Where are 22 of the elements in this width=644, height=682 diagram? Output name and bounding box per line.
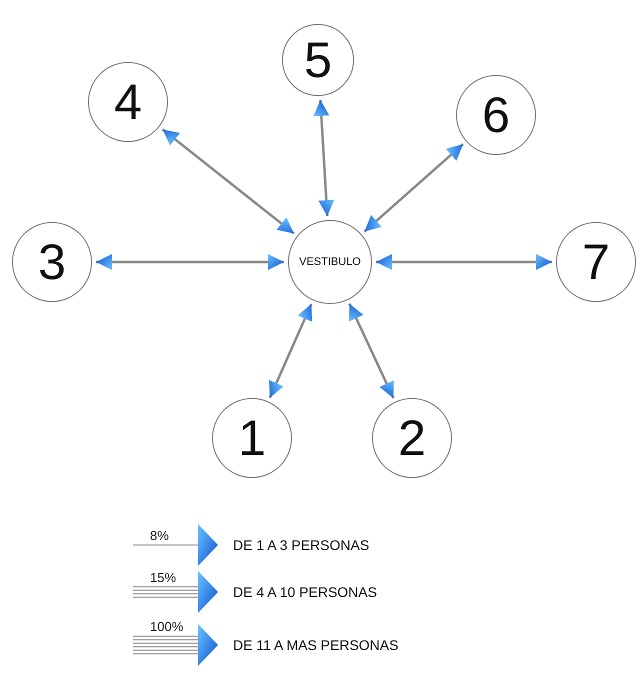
room-label: 6 xyxy=(482,90,510,140)
arrow xyxy=(96,254,284,270)
room-label: 1 xyxy=(238,413,266,463)
legend-text: DE 4 A 10 PERSONAS xyxy=(233,584,377,600)
arrow xyxy=(376,254,552,270)
arrow xyxy=(162,128,295,234)
arrow xyxy=(364,143,464,232)
room-label: 2 xyxy=(398,413,426,463)
room-label: 4 xyxy=(114,77,142,127)
percentage-label: 100% xyxy=(150,619,184,634)
room-label: 5 xyxy=(304,35,332,85)
room-circle xyxy=(288,220,372,304)
arrow xyxy=(348,303,395,399)
arrow xyxy=(313,100,334,216)
legend-text: DE 1 A 3 PERSONAS xyxy=(233,537,370,553)
legend-text: DE 11 A MAS PERSONAS xyxy=(233,637,398,653)
arrow xyxy=(268,304,312,398)
percentage-label: 8% xyxy=(150,528,169,543)
room-label: 7 xyxy=(582,237,610,287)
percentage-label: 15% xyxy=(150,570,176,585)
room-label: 3 xyxy=(38,237,66,287)
room-label: VESTIBULO xyxy=(299,256,361,268)
